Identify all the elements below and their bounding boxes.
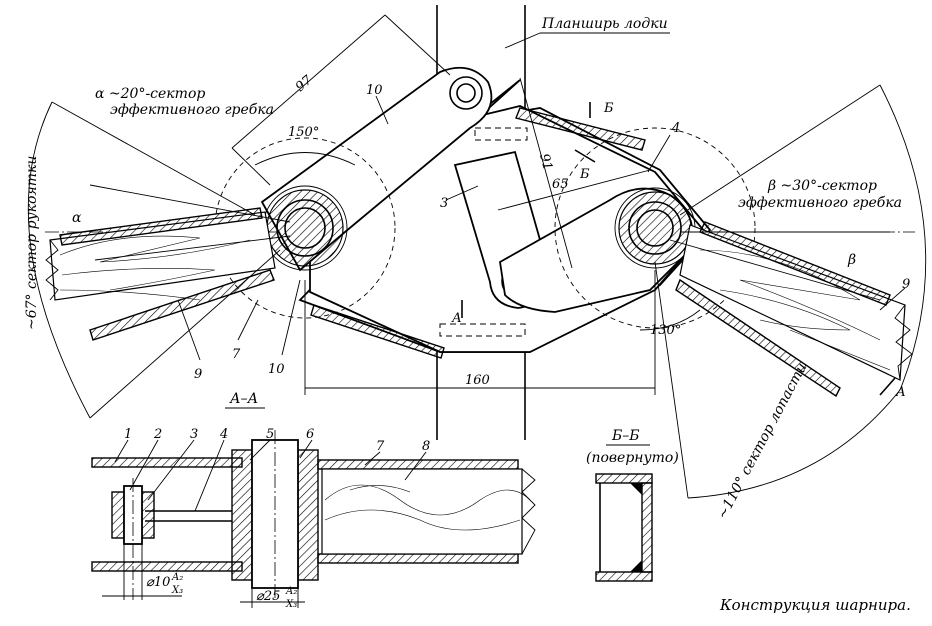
blade-sector-arc [687, 84, 927, 499]
hidden-slot-top [474, 127, 528, 141]
dim-97 [231, 14, 386, 149]
top-plate-right [515, 107, 646, 151]
dim-65-label: 65 [552, 177, 569, 192]
part-5-label: 5 [266, 427, 274, 442]
dia-25-fit-num: A₂ [285, 586, 297, 597]
dim-91 [519, 77, 573, 269]
cut-b-top: Б [603, 101, 614, 116]
blade-sector-label: ~110° сектор лопасти [714, 360, 810, 521]
right-pivot [554, 127, 756, 329]
angle-130-label: 130° [650, 323, 681, 338]
part-10-bottom: 10 [268, 362, 285, 377]
section-aa-title: А–А [229, 391, 258, 407]
hidden-slot-bottom [439, 323, 526, 337]
dim-91-label: 91 [536, 152, 555, 172]
gunwale-label: Планширь лодки [541, 16, 668, 32]
part-4-main: 4 [671, 121, 680, 136]
handle-sector-label: ~67° сектор рукоятки [24, 156, 40, 330]
section-bb-title: Б–Б [611, 428, 640, 444]
alpha-sector-label: α ~20°-сектор [95, 86, 205, 102]
part-9-left: 9 [194, 367, 202, 382]
angle-150-label: 150° [288, 125, 319, 140]
beta-sector-label: β ~30°-сектор [767, 178, 877, 194]
part-4-label: 4 [219, 427, 228, 442]
bottom-plate-left [310, 304, 445, 359]
left-pivot [214, 137, 396, 319]
dim-65 [497, 169, 651, 211]
oar-handle [45, 207, 276, 341]
beta-angle: β [847, 252, 856, 268]
part-2-label: 2 [153, 427, 162, 442]
part-6-label: 6 [306, 427, 314, 442]
handle-sector-arc [27, 101, 91, 419]
alpha-sector-label-2: эффективного гребка [110, 102, 274, 118]
dia-10-fit-num: A₂ [171, 572, 183, 583]
arc-150 [254, 152, 356, 166]
dia-25-fit-den: X₃ [285, 599, 297, 610]
section-bb-note: (повернуто) [586, 450, 679, 466]
alpha-angle: α [72, 210, 82, 226]
section-b-b: Б–Б (повернуто) [586, 428, 679, 582]
part-8-label: 8 [422, 439, 430, 454]
cut-a-right: А [895, 385, 906, 400]
dim-160-label: 160 [465, 373, 490, 388]
dia-25-label: ⌀25 [256, 589, 280, 604]
main-view: Планширь лодки α ~20°-сектор эффективног… [24, 5, 927, 522]
section-a-a: А–А 1 2 3 [91, 391, 536, 610]
part-1-label: 1 [124, 427, 132, 442]
part-3-main: 3 [440, 196, 448, 211]
dia-10-label: ⌀10 [146, 575, 170, 590]
figure-caption: Конструкция шарнира. [719, 596, 911, 614]
cut-a-top: А [451, 311, 462, 326]
part-10-top: 10 [366, 83, 383, 98]
arc-130 [639, 309, 701, 331]
part-3-label: 3 [190, 427, 198, 442]
part-7-label: 7 [376, 439, 385, 454]
part-7-main: 7 [232, 347, 241, 362]
dia-10-fit-den: X₃ [171, 585, 183, 596]
cut-b-mid: Б [579, 167, 590, 182]
part-9-right: 9 [902, 277, 910, 292]
beta-sector-label-2: эффективного гребка [738, 195, 902, 211]
